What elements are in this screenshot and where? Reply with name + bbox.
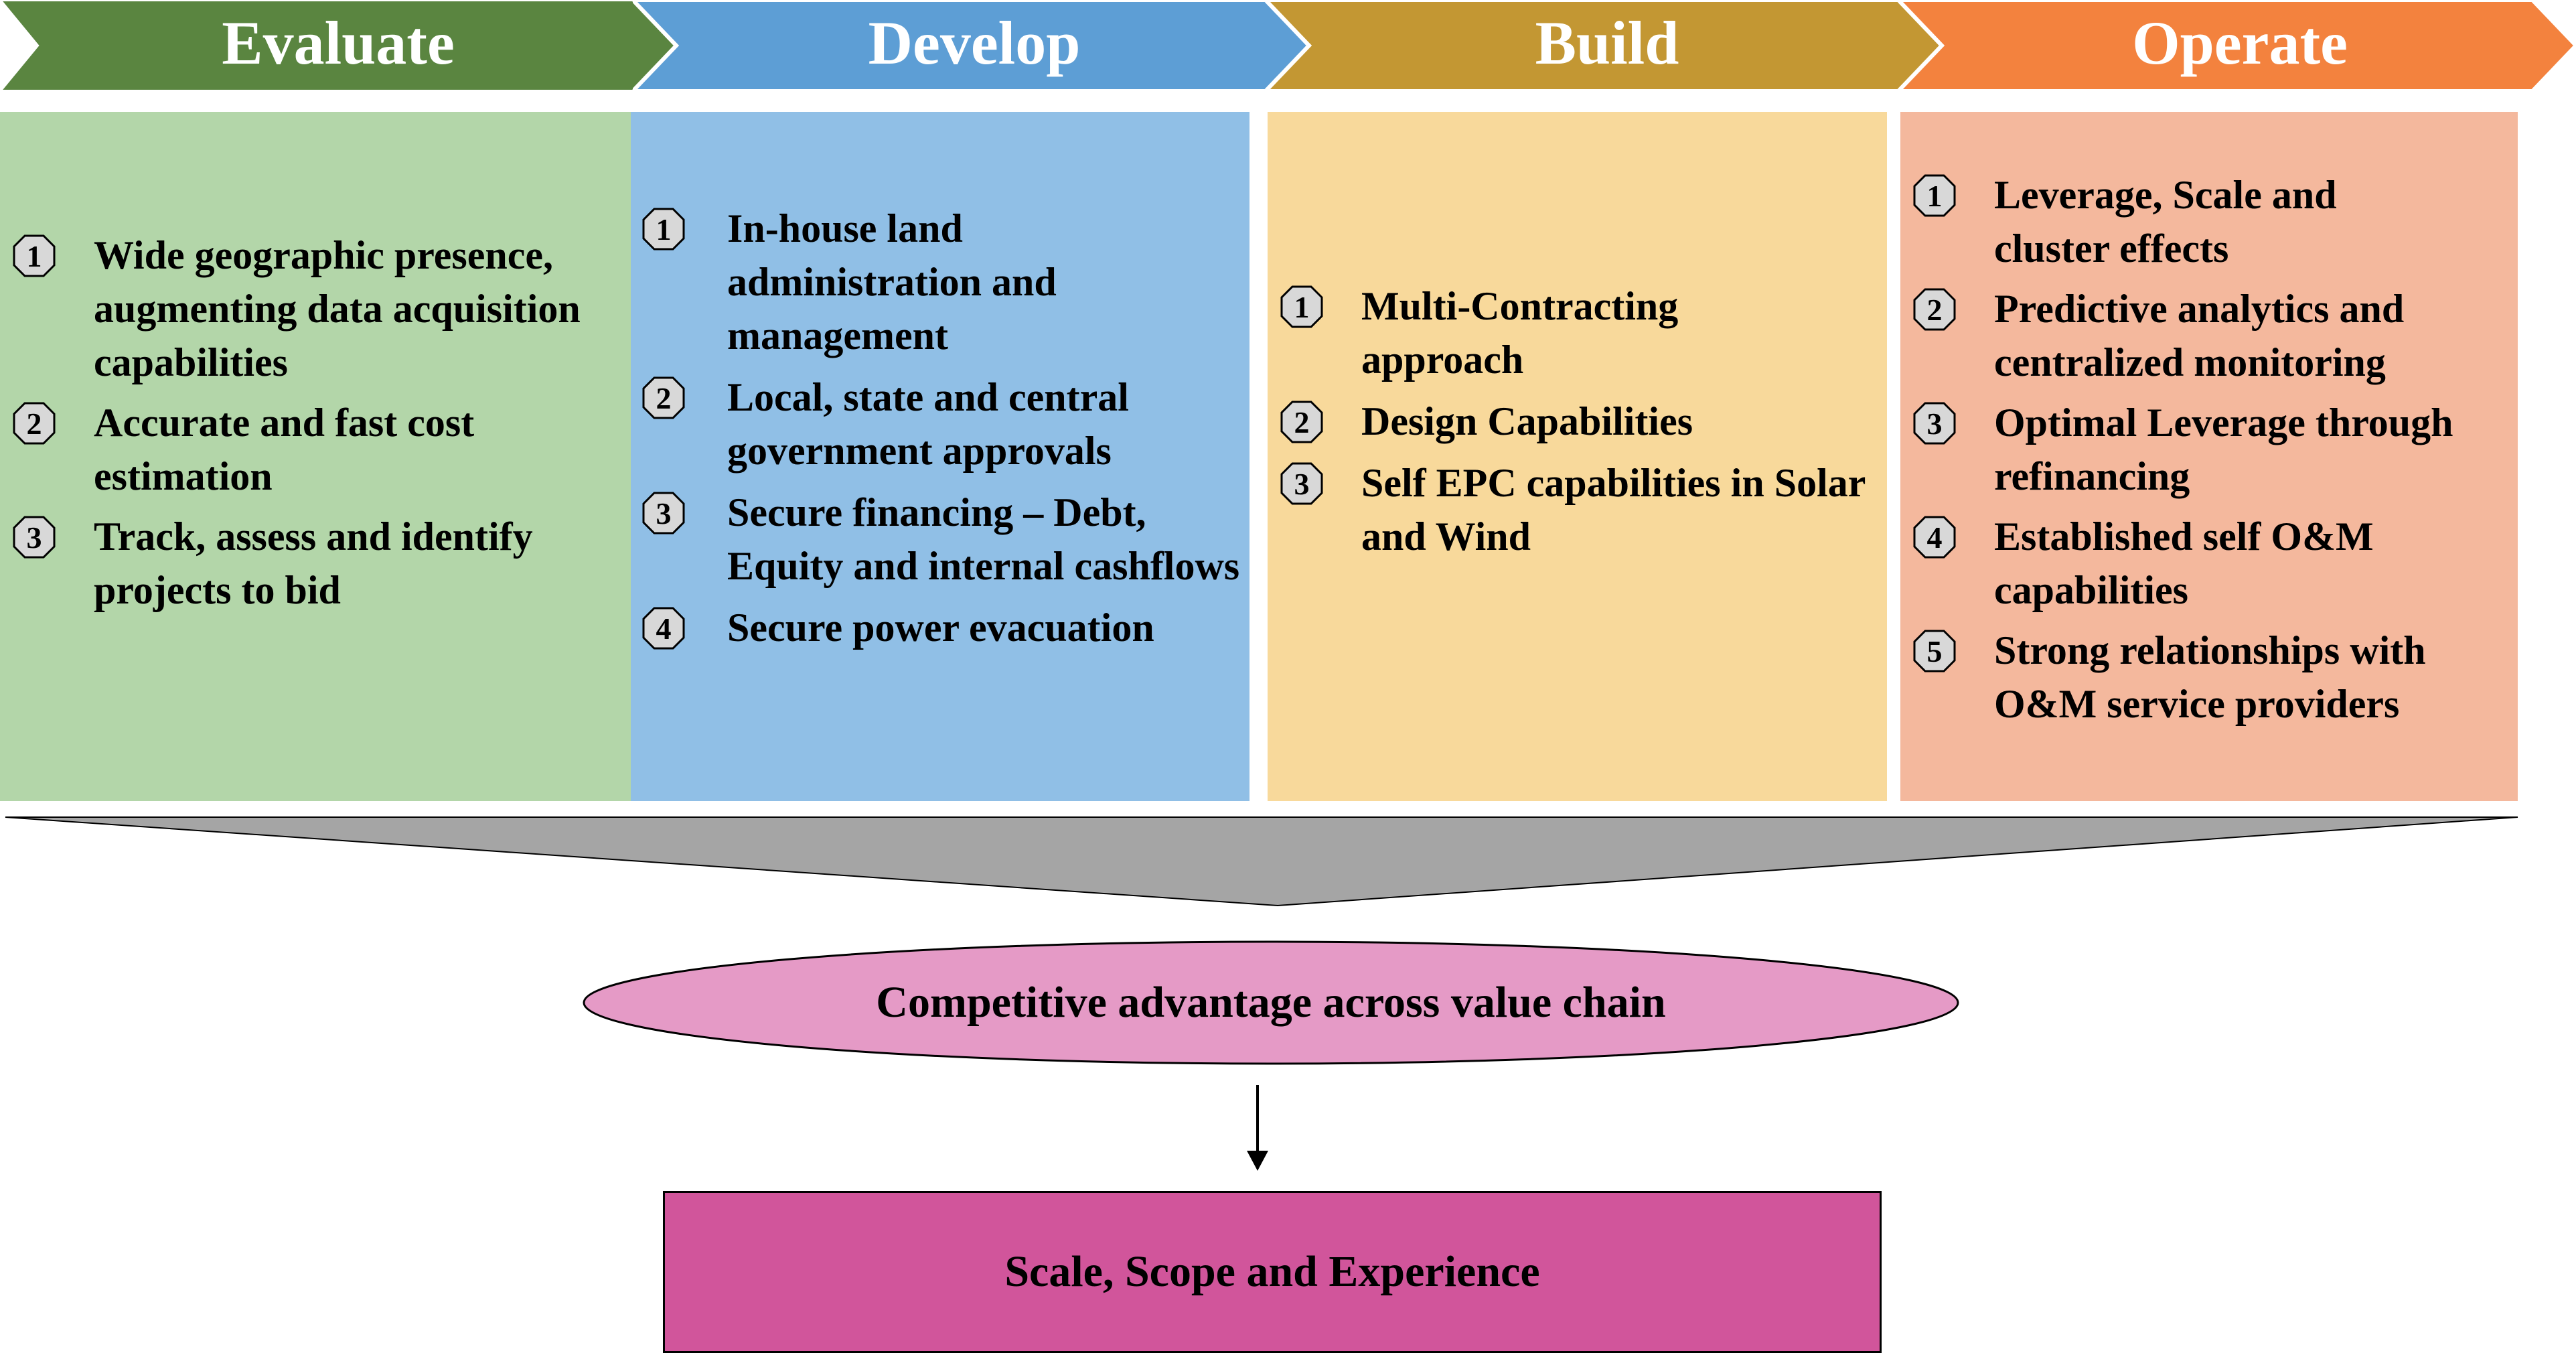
number-badge: 2 [641,376,686,420]
stage-panel-develop: 1 In-house land administration and manag… [631,112,1249,801]
list-item: 5 Strong relationships with O&M service … [1912,624,2518,731]
ellipse-label: Competitive advantage across value chain [876,978,1666,1027]
badge-number: 3 [26,520,42,555]
item-text: Optimal Leverage through refinancing [1994,401,2453,498]
stage-header-develop: Develop [633,0,1309,92]
stage-panel-build: 1 Multi-Contracting approach 2 Design Ca… [1268,112,1887,801]
number-badge: 2 [12,401,56,445]
item-text: Design Capabilities [1361,399,1693,443]
list-item: 2 Local, state and central government ap… [641,370,1249,478]
item-text: Established self O&M capabilities [1994,514,2374,612]
number-badge: 2 [1912,287,1957,332]
list-item: 1 Wide geographic presence, augmenting d… [12,228,631,389]
list-item: 4 Secure power evacuation [641,601,1249,654]
badge-number: 4 [1926,520,1943,555]
down-arrow-icon [1247,1085,1268,1171]
stage-header-operate: Operate [1898,0,2576,92]
item-text: Secure power evacuation [727,605,1154,650]
item-text: Predictive analytics and centralized mon… [1994,287,2405,384]
item-text: Track, assess and identify projects to b… [94,514,533,612]
badge-number: 2 [1926,292,1943,327]
stage-title-build: Build [1535,9,1679,77]
item-list: 1 Multi-Contracting approach 2 Design Ca… [1268,279,1887,563]
list-item: 1 In-house land administration and manag… [641,202,1249,362]
number-badge: 5 [1912,629,1957,673]
list-item: 4 Established self O&M capabilities [1912,510,2518,617]
item-list: 1 Wide geographic presence, augmenting d… [0,228,631,617]
number-badge: 4 [641,606,686,650]
list-item: 3 Secure financing – Debt, Equity and in… [641,486,1249,593]
badge-number: 1 [656,212,672,246]
funnel-shape [5,816,2518,907]
chevron-shape [1898,0,2576,92]
item-text: Leverage, Scale and cluster effects [1994,173,2337,271]
list-item: 3 Self EPC capabilities in Solar and Win… [1280,456,1887,563]
badge-number: 1 [1294,289,1310,324]
item-text: Strong relationships with O&M service pr… [1994,628,2426,726]
badge-number: 1 [1926,178,1943,213]
item-text: Wide geographic presence, augmenting dat… [94,233,581,384]
badge-number: 5 [1926,634,1943,668]
list-item: 3 Track, assess and identify projects to… [12,510,631,617]
item-list: 1 In-house land administration and manag… [631,202,1249,654]
badge-number: 2 [1294,405,1310,439]
item-text: Self EPC capabilities in Solar and Wind [1361,461,1866,559]
number-badge: 3 [12,515,56,559]
item-text: Secure financing – Debt, Equity and inte… [727,490,1240,588]
stage-panel-evaluate: 1 Wide geographic presence, augmenting d… [0,112,631,801]
number-badge: 1 [1912,173,1957,218]
list-item: 1 Leverage, Scale and cluster effects [1912,168,2518,275]
scale-scope-experience-box: Scale, Scope and Experience [663,1191,1882,1353]
list-item: 2 Predictive analytics and centralized m… [1912,282,2518,389]
list-item: 2 Accurate and fast cost estimation [12,396,631,503]
competitive-advantage-ellipse: Competitive advantage across value chain [581,939,1961,1066]
item-text: Accurate and fast cost estimation [94,401,475,498]
item-text: In-house land administration and managem… [727,206,1057,358]
badge-number: 1 [26,238,42,273]
ellipse-shape [583,940,1959,1065]
number-badge: 1 [12,234,56,278]
item-text: Local, state and central government appr… [727,375,1129,473]
number-badge: 3 [641,491,686,535]
stage-header-build: Build [1266,0,1942,92]
stage-title-evaluate: Evaluate [222,9,455,77]
badge-number: 2 [656,380,672,415]
badge-number: 3 [656,496,672,530]
result-box-label: Scale, Scope and Experience [1004,1247,1540,1296]
list-item: 3 Optimal Leverage through refinancing [1912,396,2518,503]
list-item: 1 Multi-Contracting approach [1280,279,1887,386]
item-text: Multi-Contracting approach [1361,284,1679,382]
badge-number: 3 [1926,406,1943,441]
number-badge: 3 [1280,461,1324,506]
stage-header-evaluate: Evaluate [0,0,676,92]
badge-number: 4 [656,611,672,646]
stage-title-develop: Develop [868,9,1081,77]
list-item: 2 Design Capabilities [1280,395,1887,448]
badge-number: 3 [1294,466,1310,501]
number-badge: 1 [1280,285,1324,329]
item-list: 1 Leverage, Scale and cluster effects 2 … [1900,168,2518,731]
badge-number: 2 [26,406,42,441]
number-badge: 2 [1280,400,1324,444]
number-badge: 1 [641,207,686,251]
stage-title-operate: Operate [2132,9,2348,77]
number-badge: 3 [1912,401,1957,445]
number-badge: 4 [1912,515,1957,559]
stage-panel-operate: 1 Leverage, Scale and cluster effects 2 … [1900,112,2518,801]
